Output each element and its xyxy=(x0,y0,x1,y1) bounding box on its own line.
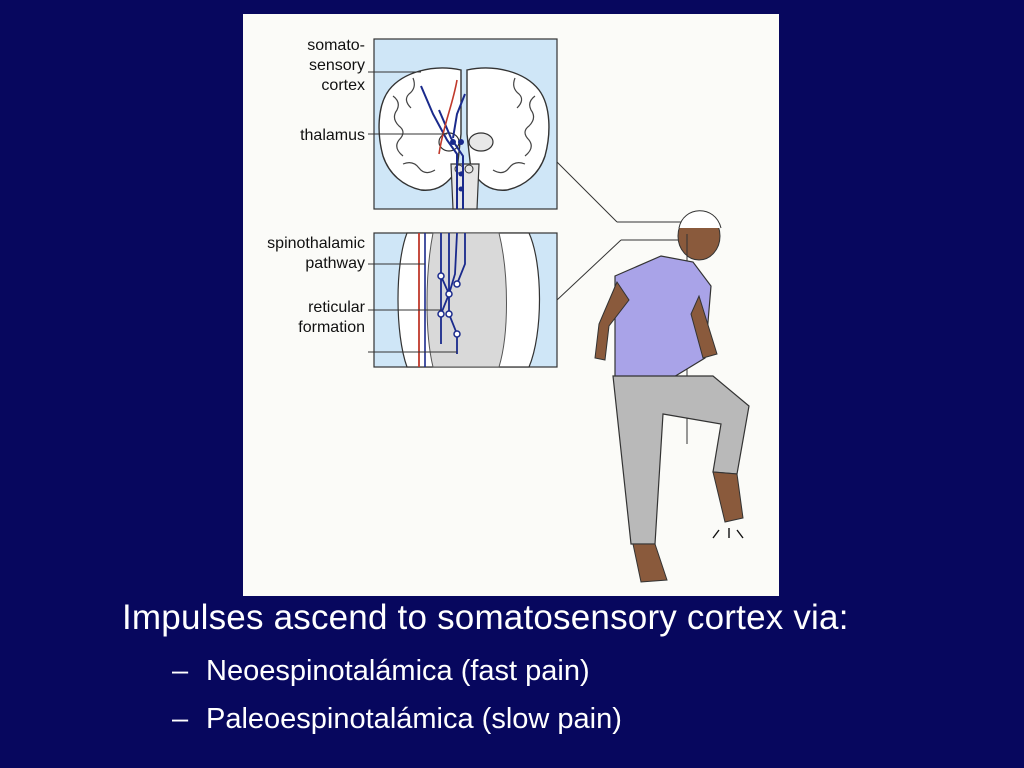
bullet-marker: – xyxy=(172,703,189,735)
brain-cross-section-panel xyxy=(373,38,558,210)
bullet-item: –Neoespinotalámica (fast pain) xyxy=(172,655,590,688)
label-somatosensory-cortex: somato- sensory cortex xyxy=(307,37,365,94)
label-spinothalamic-pathway: spinothalamic pathway xyxy=(267,235,365,272)
spinal-cord-panel xyxy=(373,232,558,368)
label-thalamus: thalamus xyxy=(300,127,365,144)
bullet-text: Paleoespinotalámica (slow pain) xyxy=(206,703,622,735)
label-leader-lines xyxy=(368,71,457,353)
slide-heading: Impulses ascend to somatosensory cortex … xyxy=(122,598,849,637)
pain-pathway-illustration xyxy=(368,38,750,583)
person-figure xyxy=(594,210,750,583)
callout-lines xyxy=(556,161,681,301)
bullet-text: Neoespinotalámica (fast pain) xyxy=(206,655,590,687)
pain-pathway-figure: somato- sensory cortex thalamus spinotha… xyxy=(243,14,779,596)
bullet-item: –Paleoespinotalámica (slow pain) xyxy=(172,703,622,736)
bullet-marker: – xyxy=(172,655,189,687)
label-reticular-formation: reticular formation xyxy=(298,299,365,336)
